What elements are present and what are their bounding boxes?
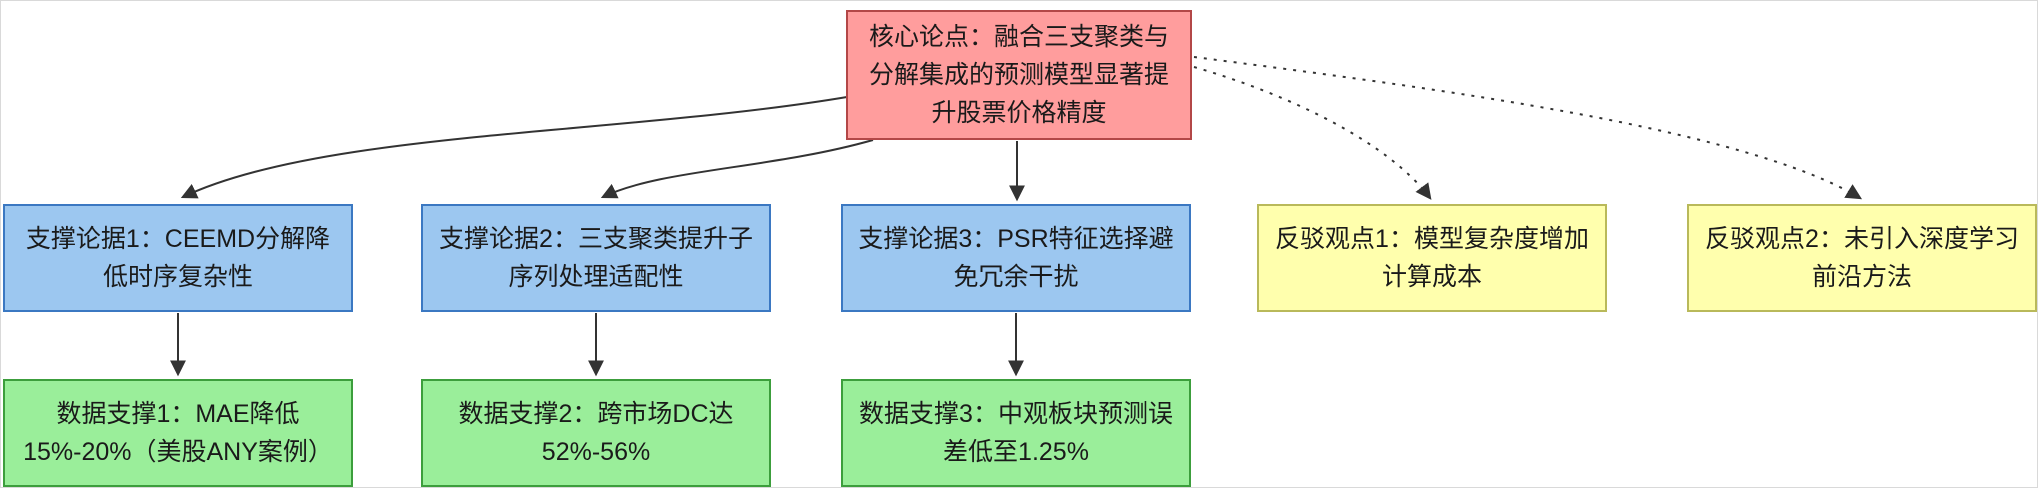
edge-core-support1 (180, 96, 848, 199)
evidence-node-3: 数据支撑3：中观板块预测误差低至1.25% (841, 379, 1191, 487)
core-claim-node: 核心论点：融合三支聚类与分解集成的预测模型显著提升股票价格精度 (846, 10, 1192, 140)
evidence-node-1: 数据支撑1：MAE降低15%-20%（美股ANY案例） (3, 379, 353, 487)
support-node-3: 支撑论据3：PSR特征选择避免冗余干扰 (841, 204, 1191, 312)
rebuttal-node-2: 反驳观点2：未引入深度学习前沿方法 (1687, 204, 2037, 312)
edge-core-rebuttal2 (1193, 56, 1863, 200)
support-node-1: 支撑论据1：CEEMD分解降低时序复杂性 (3, 204, 353, 312)
rebuttal-node-1: 反驳观点1：模型复杂度增加计算成本 (1257, 204, 1607, 312)
edge-core-rebuttal1 (1193, 66, 1432, 200)
edge-core-support2 (600, 139, 874, 199)
evidence-node-2: 数据支撑2：跨市场DC达52%-56% (421, 379, 771, 487)
support-node-2: 支撑论据2：三支聚类提升子序列处理适配性 (421, 204, 771, 312)
